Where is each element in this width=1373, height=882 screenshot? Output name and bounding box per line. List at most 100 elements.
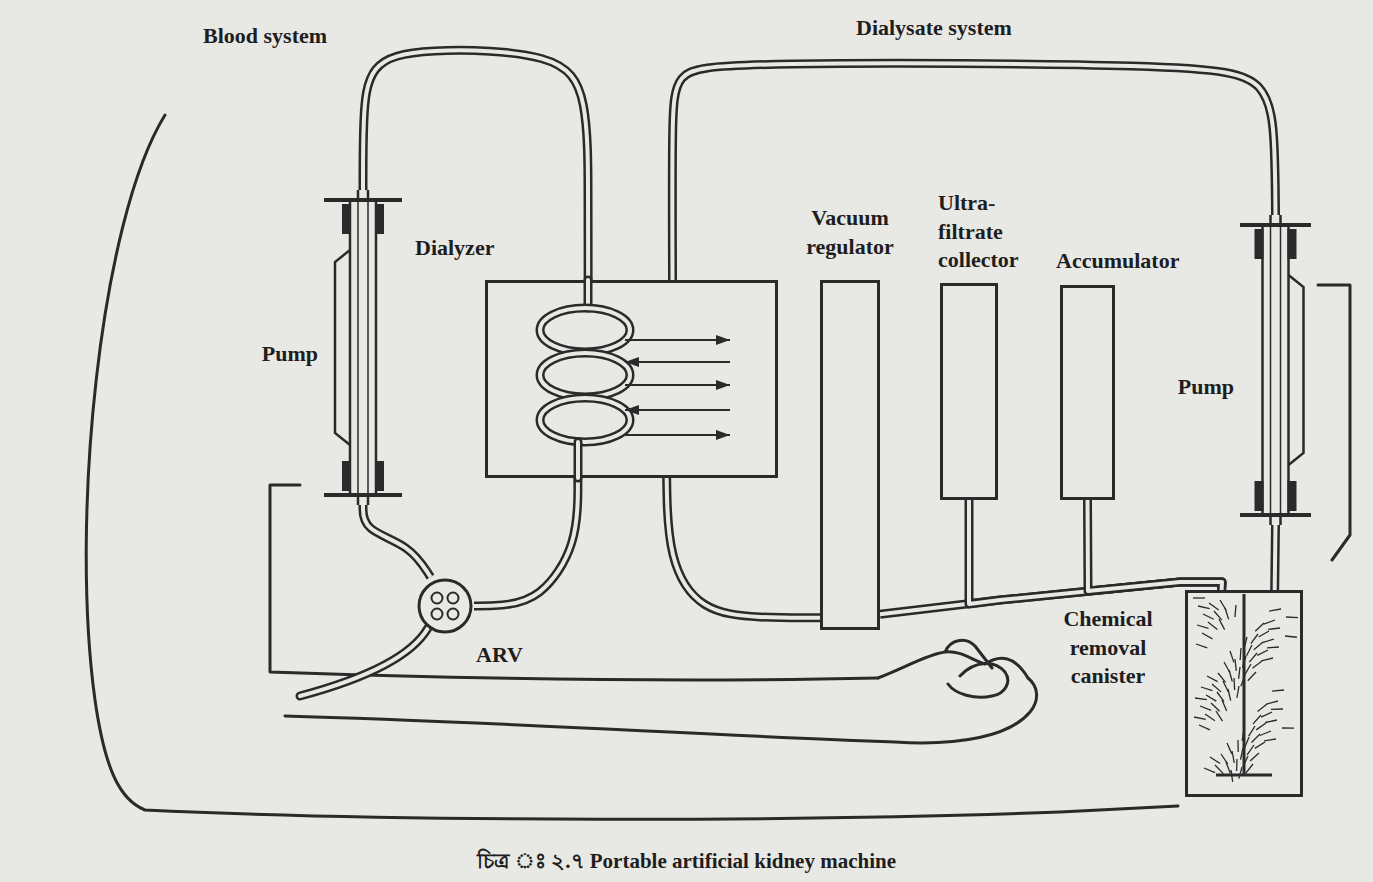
filling-stroke (1249, 653, 1257, 662)
coil-loop-inner (540, 353, 630, 397)
filling-stroke (1237, 740, 1239, 752)
tube-connector (969, 500, 1222, 604)
pump-body (1263, 225, 1289, 515)
pump-roller (342, 461, 351, 491)
node-shape (820, 280, 880, 630)
filling-stroke (1264, 620, 1275, 624)
filling-stroke (1227, 743, 1232, 754)
filling-stroke (1286, 616, 1298, 618)
tube-lumen (1088, 500, 1223, 591)
tube-connector (1274, 525, 1276, 590)
filling-stroke (1258, 704, 1267, 711)
pump-roller (1255, 481, 1264, 511)
exchange-arrow-head (625, 357, 639, 367)
tube-connector (672, 63, 1275, 280)
filling-stroke (1246, 764, 1253, 773)
pump-plates (1240, 225, 1311, 515)
filling-stroke (1214, 611, 1222, 620)
node-shape (1185, 590, 1303, 797)
column-outline (822, 282, 879, 629)
filling-stroke (1226, 762, 1230, 773)
canister-node: Chemical removal canister (1185, 590, 1303, 797)
dialyzer-node: Dialyzer (485, 280, 778, 478)
node-shape (1060, 285, 1115, 500)
valve-port (448, 609, 459, 620)
filling-stroke (1236, 759, 1238, 771)
pump-roller (375, 461, 384, 491)
filling-stroke (1207, 676, 1218, 682)
tube-lumen (363, 50, 588, 280)
filling-stroke (1225, 608, 1229, 619)
part-label: Accumulator (1056, 247, 1226, 276)
filling-stroke (1259, 631, 1269, 637)
filling-stroke (1204, 768, 1215, 773)
arm-blood-tube-inner (300, 628, 428, 696)
tube-wall (363, 50, 588, 280)
coil-loop-outer (540, 353, 630, 397)
filling-stroke (1208, 622, 1217, 630)
filling-stroke (1256, 723, 1266, 730)
arm-lower-outline (285, 678, 1037, 743)
node-shape (485, 280, 778, 478)
filling-stroke (1247, 645, 1252, 656)
tube-wall (363, 505, 431, 577)
filling-stroke (1212, 684, 1221, 692)
filling-stroke (1196, 644, 1207, 648)
exchange-arrow-head (716, 380, 730, 390)
filling-stroke (1271, 708, 1283, 710)
tube-wall (667, 478, 820, 618)
filling-stroke (1194, 717, 1206, 719)
coil-loop-inner (540, 398, 630, 442)
filling-stroke (1210, 757, 1220, 764)
filling-stroke (1261, 712, 1272, 717)
tube-connector (363, 505, 431, 577)
pump-inner-tube (1271, 227, 1281, 513)
exchange-arrow-head (716, 335, 730, 345)
filling-stroke (1264, 739, 1276, 741)
filling-stroke (1255, 742, 1265, 748)
filling-stroke (1265, 720, 1277, 722)
filling-stroke (1240, 648, 1242, 660)
filling-stroke (1252, 734, 1260, 742)
figure-caption: চিত্র ঃ ২.৭ Portable artificial kidney m… (0, 848, 1373, 875)
filling-stroke (1217, 692, 1224, 702)
filling-stroke (1272, 690, 1284, 691)
patient-outline (86, 115, 1178, 819)
part-label: Dialyzer (415, 234, 535, 263)
system-heading: Dialysate system (856, 14, 1012, 43)
pump-roller (342, 204, 351, 234)
canister-divider (1216, 594, 1272, 775)
tube-connector (474, 478, 578, 606)
filling-stroke (1215, 765, 1223, 774)
filling-stroke (1266, 701, 1278, 704)
stand-bracket (1318, 285, 1350, 560)
system-heading: Blood system (203, 22, 327, 51)
filling-stroke (1229, 670, 1232, 682)
filling-stroke (1232, 751, 1234, 763)
dialyzer-outline (487, 282, 777, 477)
tube-connector (1088, 500, 1223, 591)
filling-stroke (1202, 633, 1212, 639)
filling-stroke (1201, 687, 1212, 691)
filling-stroke (1252, 661, 1262, 668)
filling-stroke (1205, 714, 1215, 721)
rect-node: Vacuum regulator (820, 280, 880, 630)
filling-stroke (1199, 725, 1210, 730)
tube-wall (1270, 525, 1280, 590)
filling-stroke (1285, 636, 1297, 637)
filling-stroke (1254, 642, 1263, 650)
blood-coil (540, 280, 630, 478)
filling-stroke (1197, 625, 1209, 628)
part-label: Vacuum regulator (778, 204, 922, 261)
filling-stroke (1239, 767, 1242, 779)
valve-node: ARV (416, 577, 474, 635)
filling-stroke (1250, 753, 1259, 761)
node-shape (416, 577, 474, 635)
tube-wall (1088, 500, 1223, 591)
filling-stroke (1193, 597, 1205, 598)
filling-stroke (1206, 695, 1216, 701)
filling-stroke (1237, 686, 1239, 698)
filling-stroke (1233, 678, 1235, 690)
tube-wall (672, 63, 1275, 280)
